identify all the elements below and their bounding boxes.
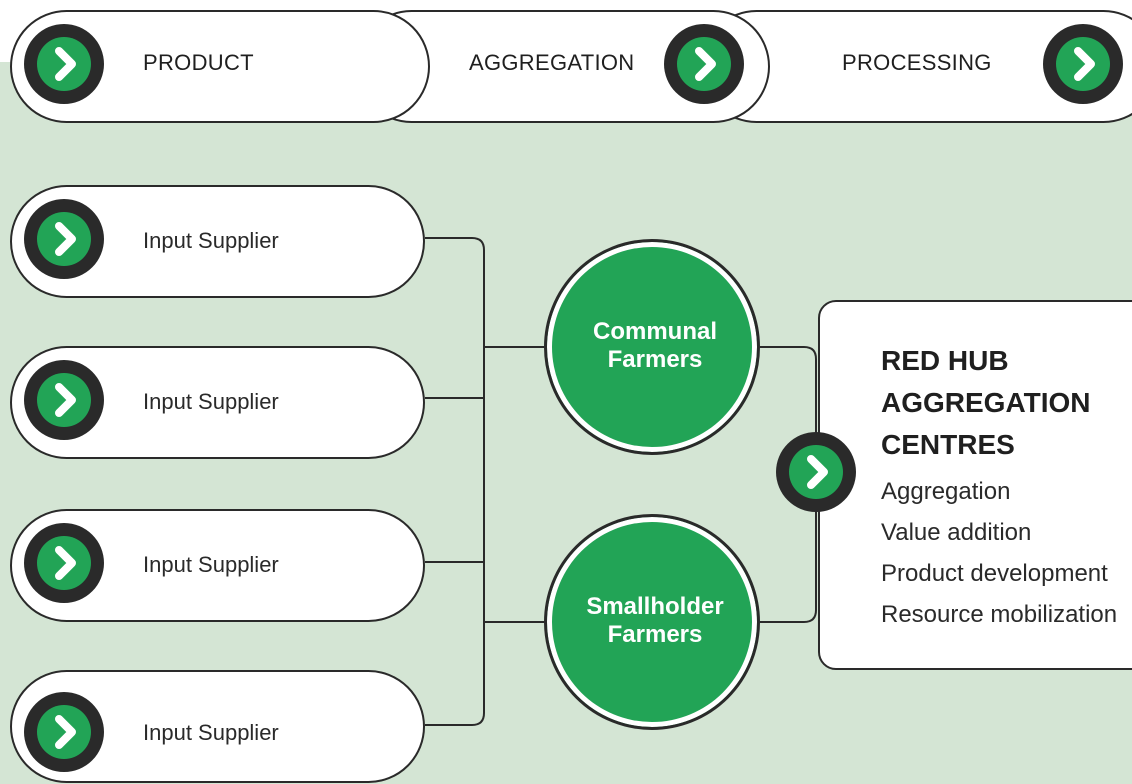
- chevron-right-icon: [24, 24, 104, 104]
- input-supplier-label: Input Supplier: [143, 389, 279, 414]
- smallholder-farmers-line1: Smallholder: [586, 593, 724, 620]
- input-supplier-label: Input Supplier: [143, 228, 279, 253]
- hub-item-product-development: Product development: [881, 560, 1108, 587]
- chevron-right-icon: [776, 432, 856, 512]
- chevron-right-icon: [664, 24, 744, 104]
- stage-label-processing: PROCESSING: [842, 50, 992, 75]
- chevron-right-icon: [24, 199, 104, 279]
- input-supplier-label: Input Supplier: [143, 720, 279, 745]
- communal-farmers-node: Communal Farmers: [544, 239, 760, 455]
- input-supplier-label: Input Supplier: [143, 552, 279, 577]
- hub-title-line: AGGREGATION: [881, 387, 1091, 418]
- hub-item-resource-mobilization: Resource mobilization: [881, 601, 1118, 628]
- hub-title: RED HUB AGGREGATION CENTRES: [881, 340, 1090, 466]
- smallholder-farmers-line2: Farmers: [607, 621, 703, 648]
- hub-item-value-addition: Value addition: [881, 519, 1032, 546]
- chevron-right-icon: [24, 692, 104, 772]
- chevron-right-icon: [24, 523, 104, 603]
- red-hub-card: [818, 300, 1132, 670]
- chevron-right-icon: [1043, 24, 1123, 104]
- chevron-right-icon: [24, 360, 104, 440]
- stage-label-aggregation: AGGREGATION: [469, 50, 635, 75]
- smallholder-farmers-node: Smallholder Farmers: [544, 514, 760, 730]
- communal-farmers-line1: Communal: [592, 318, 717, 345]
- stage-label-product: PRODUCT: [143, 50, 254, 75]
- communal-farmers-line2: Farmers: [607, 346, 703, 373]
- hub-item-aggregation: Aggregation: [881, 478, 1011, 505]
- hub-title-line: RED HUB: [881, 345, 1009, 376]
- hub-title-line: CENTRES: [881, 429, 1015, 460]
- connector-input-1: [425, 237, 485, 726]
